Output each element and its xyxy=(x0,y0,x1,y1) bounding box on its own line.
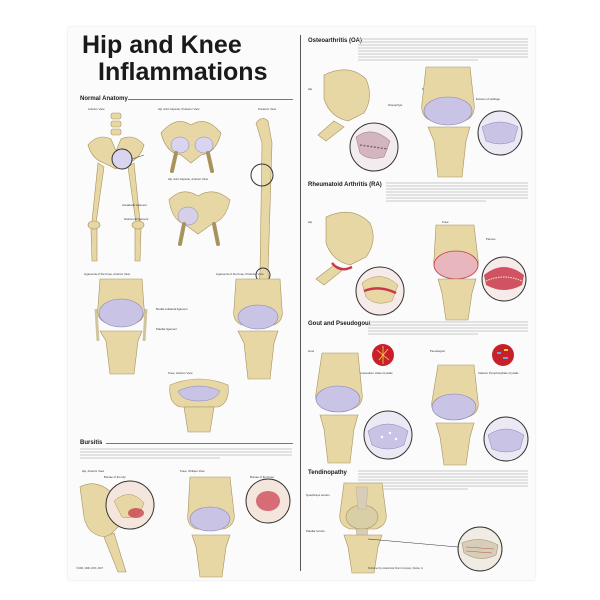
label-oa-hip: Hip xyxy=(308,87,313,91)
title-line-2: Inflammations xyxy=(98,58,268,86)
label-calcium-pyrophosphate: Calcium Pyrophosphate Crystals xyxy=(478,371,519,375)
magnifier-circle xyxy=(111,148,133,170)
label-bursae-of-knee: Bursae of the Knee xyxy=(250,475,274,479)
footer-publisher: Published by Anatomical Chart Company, S… xyxy=(368,567,424,570)
label-acetabular-ligament: Acetabular ligament xyxy=(122,203,147,207)
pyrophosphate-crystals-icon xyxy=(492,344,514,366)
label-posterior-view: Posterior View xyxy=(258,107,276,111)
bursitis-description xyxy=(80,448,292,459)
urate-crystals-icon xyxy=(372,344,394,366)
section-heading-rheumatoid: Rheumatoid Arthritis (RA) xyxy=(308,182,382,188)
label-quadriceps-tendon: Quadriceps tendon xyxy=(306,493,330,497)
footer-copyright: ©1996, 1998, 2003, 2007 xyxy=(76,567,104,570)
label-ra-knee: Knee xyxy=(442,220,449,224)
label-ligaments-knee-anterior: Ligaments of the Knee, Anterior View xyxy=(84,272,130,276)
section-heading-bursitis: Bursitis xyxy=(80,440,103,446)
knee-anterior-ligaments-illustration xyxy=(94,278,148,375)
section-heading-osteoarthritis: Osteoarthritis (OA) xyxy=(308,38,363,44)
skeleton-anterior-illustration xyxy=(87,112,145,262)
hip-rheumatoid-illustration xyxy=(315,211,405,316)
section-heading-gout: Gout and Pseudogout xyxy=(308,321,371,327)
label-osteophyte: Osteophyte xyxy=(388,103,403,107)
label-gout: Gout xyxy=(308,349,315,353)
hip-capsule-posterior-illustration xyxy=(160,121,222,173)
column-divider xyxy=(300,35,301,571)
label-patellar-tendon: Patellar tendon xyxy=(306,529,325,533)
anatomy-poster: Hip and Knee Inflammations Normal Anatom… xyxy=(68,27,535,580)
poster-title: Hip and Knee Inflammations xyxy=(82,33,267,85)
label-bursae-of-hip: Bursae of the Hip xyxy=(104,475,126,479)
label-knee-oblique-view: Knee, Oblique View xyxy=(180,469,205,473)
knee-gout-illustration xyxy=(315,352,413,464)
section-heading-normal-anatomy: Normal Anatomy xyxy=(80,96,128,102)
osteoarthritis-description xyxy=(358,38,528,61)
gout-description xyxy=(368,321,528,335)
rheumatoid-description xyxy=(386,182,528,202)
label-medial-collateral: Medial collateral ligament xyxy=(156,307,188,311)
hip-capsule-anterior-illustration xyxy=(168,191,231,246)
label-patellar-ligament: Patellar ligament xyxy=(156,327,177,331)
label-ligaments-knee-posterior: Ligaments of the Knee, Posterior View xyxy=(216,272,264,276)
knee-rheumatoid-illustration xyxy=(433,224,527,321)
femur-posterior-illustration xyxy=(250,118,274,286)
hip-osteoarthritis-illustration xyxy=(317,69,399,172)
label-anterior-view: Anterior View xyxy=(88,107,105,111)
magnifier-circle xyxy=(250,163,274,187)
label-hip-anterior-view: Hip, Anterior View xyxy=(82,469,105,473)
hip-bursitis-illustration xyxy=(79,480,155,573)
label-iliofemoral-ligament: Iliofemoral ligament xyxy=(124,217,149,221)
label-monosodium-urate: Monosodium Urate Crystals xyxy=(358,371,393,375)
label-hip-capsule-posterior: Hip Joint Capsule, Posterior View xyxy=(158,107,200,111)
label-pseudogout: Pseudogout xyxy=(430,349,445,353)
label-hip-capsule-anterior: Hip Joint Capsule, Anterior View xyxy=(168,177,208,181)
section-rule xyxy=(128,99,293,100)
knee-tendinopathy-illustration xyxy=(339,482,503,574)
section-rule xyxy=(106,443,293,444)
knee-posterior-ligaments-illustration xyxy=(233,278,283,380)
knee-top-illustration xyxy=(169,378,229,433)
label-erosion-of-cartilage: Erosion of cartilage xyxy=(476,97,500,101)
knee-bursitis-illustration xyxy=(187,476,291,578)
section-heading-tendinopathy: Tendinopathy xyxy=(308,470,347,476)
title-line-1: Hip and Knee xyxy=(82,31,242,59)
label-pannus: Pannus xyxy=(486,237,496,241)
label-ra-hip: Hip xyxy=(308,220,313,224)
label-knee-anterior-view: Knee, Anterior View xyxy=(168,371,193,375)
knee-osteoarthritis-illustration xyxy=(421,66,523,178)
knee-pseudogout-illustration xyxy=(431,364,529,466)
